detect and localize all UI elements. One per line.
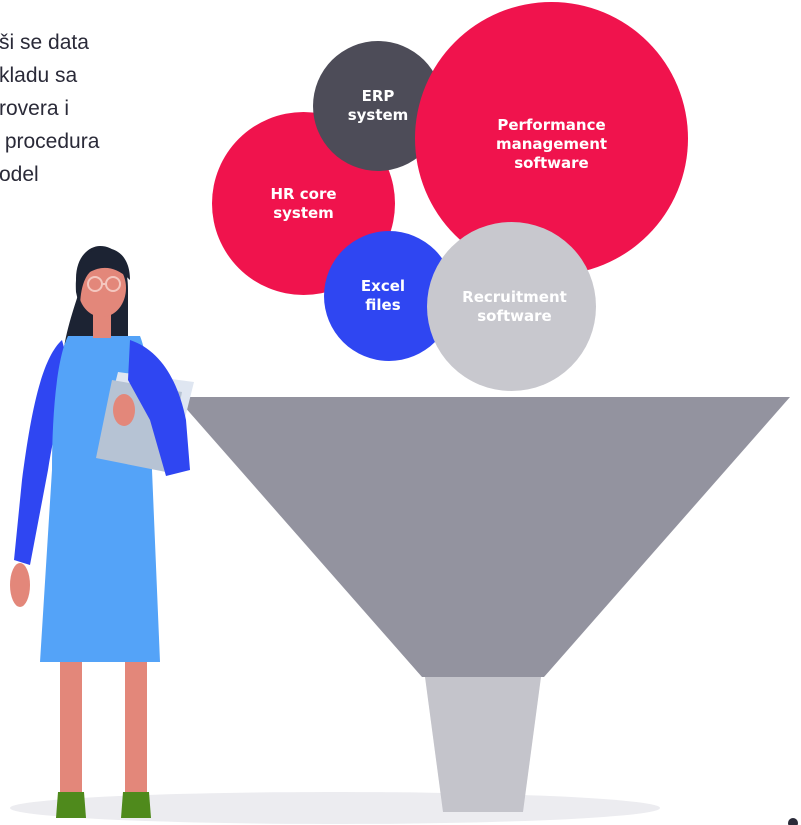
bubble-performance-management-software: Performance management software — [415, 2, 688, 275]
bubble-label: Excel — [360, 277, 406, 295]
bubble-excel-files: Excel files — [324, 231, 454, 361]
ground-shadow — [10, 792, 660, 824]
bubble-label: Recruitment — [462, 287, 567, 306]
right-shoe — [121, 792, 151, 818]
bubble-label: software — [477, 306, 552, 325]
intro-line: kladu sa — [0, 64, 78, 87]
left-leg — [60, 655, 82, 795]
intro-line: odel — [0, 163, 39, 186]
hair-front — [75, 248, 130, 310]
glasses-icon — [87, 276, 121, 292]
funnel-cone — [176, 397, 790, 677]
left-hand — [10, 563, 30, 607]
bubble-label: ERP — [361, 87, 395, 105]
intro-line: procedura — [0, 130, 100, 153]
intro-text: ši se data kladu sa rovera i procedura o… — [0, 26, 99, 191]
bubble-label: system — [273, 203, 334, 222]
woman-figure — [10, 246, 194, 818]
bubble-label: files — [365, 296, 401, 314]
bubble-label: system — [347, 106, 409, 124]
bubble-label: software — [514, 154, 589, 172]
intro-line: rovera i — [0, 97, 70, 120]
left-shoe — [56, 792, 86, 818]
face — [78, 259, 126, 317]
left-arm — [128, 340, 190, 476]
bubble-label: management — [495, 135, 608, 153]
bubble-label: HR core — [270, 184, 337, 203]
funnel-shape — [176, 397, 790, 812]
funnel-spout — [425, 677, 541, 812]
bubble-label: Performance — [497, 116, 606, 134]
folder-hand — [113, 394, 135, 426]
right-leg — [125, 655, 147, 795]
bubble-recruitment-software: Recruitment software — [427, 222, 596, 391]
corner-dot — [788, 818, 798, 825]
intro-line: ši se data — [0, 31, 89, 54]
